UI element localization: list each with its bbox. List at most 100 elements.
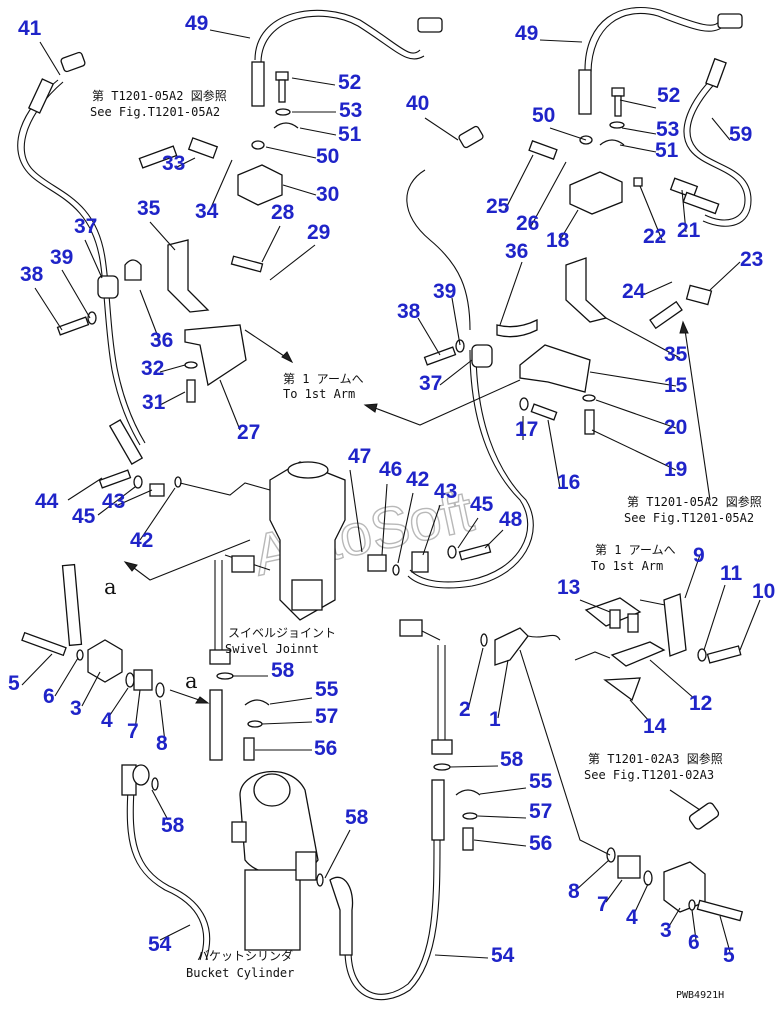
washer-32 [184, 361, 198, 369]
clamp-55-right [455, 789, 481, 796]
bolt-5-left [21, 631, 67, 657]
callout-54: 54 [491, 944, 515, 967]
bolt-52-head [275, 71, 289, 81]
annotation-to-arm-left-jp: 第 1 アームへ [283, 372, 364, 386]
fitting-33 [138, 145, 178, 169]
callout-9: 9 [693, 544, 705, 567]
washer-57-right [462, 812, 478, 820]
callout-45: 45 [72, 505, 96, 528]
bolt-52r-head [611, 87, 625, 97]
bucket-cylinder-eye [253, 773, 291, 807]
washer-53r [609, 121, 625, 129]
parts [21, 13, 744, 956]
washer-6-left [76, 649, 84, 661]
callout-33: 33 [162, 152, 185, 175]
callout-45: 45 [470, 493, 494, 516]
callout-32: 32 [141, 357, 164, 380]
arrow-05a2-right-head [679, 320, 689, 334]
fitting-49-left [417, 17, 443, 33]
hose-54-left-b [132, 789, 211, 961]
arrow-a-head [123, 561, 138, 572]
arrow-a-line-top [179, 482, 271, 496]
arrow-head-2 [363, 403, 378, 413]
callout-56: 56 [529, 832, 552, 855]
callout-51: 51 [338, 123, 362, 146]
hose-40 [406, 169, 471, 331]
washer-45 [133, 475, 143, 489]
hose-41-left [17, 79, 141, 446]
flange-7-left [133, 669, 153, 691]
arrow-05a2-right [684, 329, 711, 501]
fitting-49-right [717, 13, 743, 29]
tube-flange-right [399, 619, 423, 637]
hose-49-left [254, 9, 421, 61]
bolt-28 [230, 255, 264, 273]
bolt-16 [530, 403, 558, 421]
callout-34: 34 [195, 200, 219, 223]
drawing-code: PWB4921H [676, 990, 724, 1001]
annotation-ref-02a3-en: See Fig.T1201-02A3 [584, 768, 714, 782]
bracket-15 [519, 344, 591, 393]
callout-26: 26 [516, 212, 539, 235]
callout-3: 3 [660, 919, 672, 942]
bolt-56-right [462, 827, 474, 851]
callout-40: 40 [406, 92, 429, 115]
hose-end-49-right [578, 69, 592, 115]
hose-54-right-b [350, 839, 435, 995]
oring-42-right [392, 564, 400, 576]
callout-20: 20 [664, 416, 687, 439]
hose-end-55-right [431, 779, 445, 841]
callout-35: 35 [137, 197, 161, 220]
callout-58: 58 [161, 814, 185, 837]
oring-58-cyl-left [151, 777, 159, 791]
callout-12: 12 [689, 692, 712, 715]
bolt-52r-shank [614, 95, 622, 117]
bolt-10 [706, 645, 742, 664]
hose-end-41 [27, 78, 55, 114]
hose-49-right-b [590, 12, 725, 73]
bracket-35-right [565, 257, 608, 323]
callout-37: 37 [74, 215, 97, 238]
hose-end-21 [682, 191, 720, 215]
callout-6: 6 [688, 931, 700, 954]
annotation-to-arm-right-en: To 1st Arm [591, 559, 663, 573]
hose-59 [683, 74, 746, 221]
bucket-cylinder-port-left [231, 821, 247, 843]
callout-49: 49 [515, 22, 538, 45]
arrow-to-arm-left-line [244, 329, 291, 361]
callout-58: 58 [500, 748, 524, 771]
hose-end-49-left [251, 61, 265, 107]
oring-4-left [125, 672, 135, 688]
hose-end-41b [108, 419, 144, 465]
bucket-cylinder-body [244, 869, 301, 951]
callout-41: 41 [18, 17, 42, 40]
callout-7: 7 [597, 893, 609, 916]
callout-13: 13 [557, 576, 580, 599]
hose-59-b [689, 77, 752, 227]
callout-59: 59 [729, 123, 752, 146]
block-3-left [87, 639, 123, 683]
callout-47: 47 [348, 445, 371, 468]
callout-4: 4 [626, 906, 638, 929]
swivel-joint-top [287, 461, 329, 479]
plug-22 [633, 177, 643, 187]
callout-14: 14 [643, 715, 667, 738]
bracket-27 [184, 324, 247, 387]
hose-end-54-right [329, 876, 354, 956]
arrow-right-group [574, 599, 666, 661]
hose-49-right [584, 6, 721, 71]
fitting-33b [187, 137, 219, 159]
callout-53: 53 [656, 118, 679, 141]
flange-54-left [132, 764, 150, 786]
washer-11 [697, 648, 707, 662]
callout-39: 39 [50, 246, 73, 269]
hose-end-left-vertical [61, 563, 83, 647]
callout-17: 17 [515, 418, 538, 441]
callout-1: 1 [489, 708, 501, 731]
callout-43: 43 [434, 480, 457, 503]
bolt-48 [458, 543, 492, 561]
callout-36: 36 [505, 240, 528, 263]
callout-10: 10 [752, 580, 775, 603]
